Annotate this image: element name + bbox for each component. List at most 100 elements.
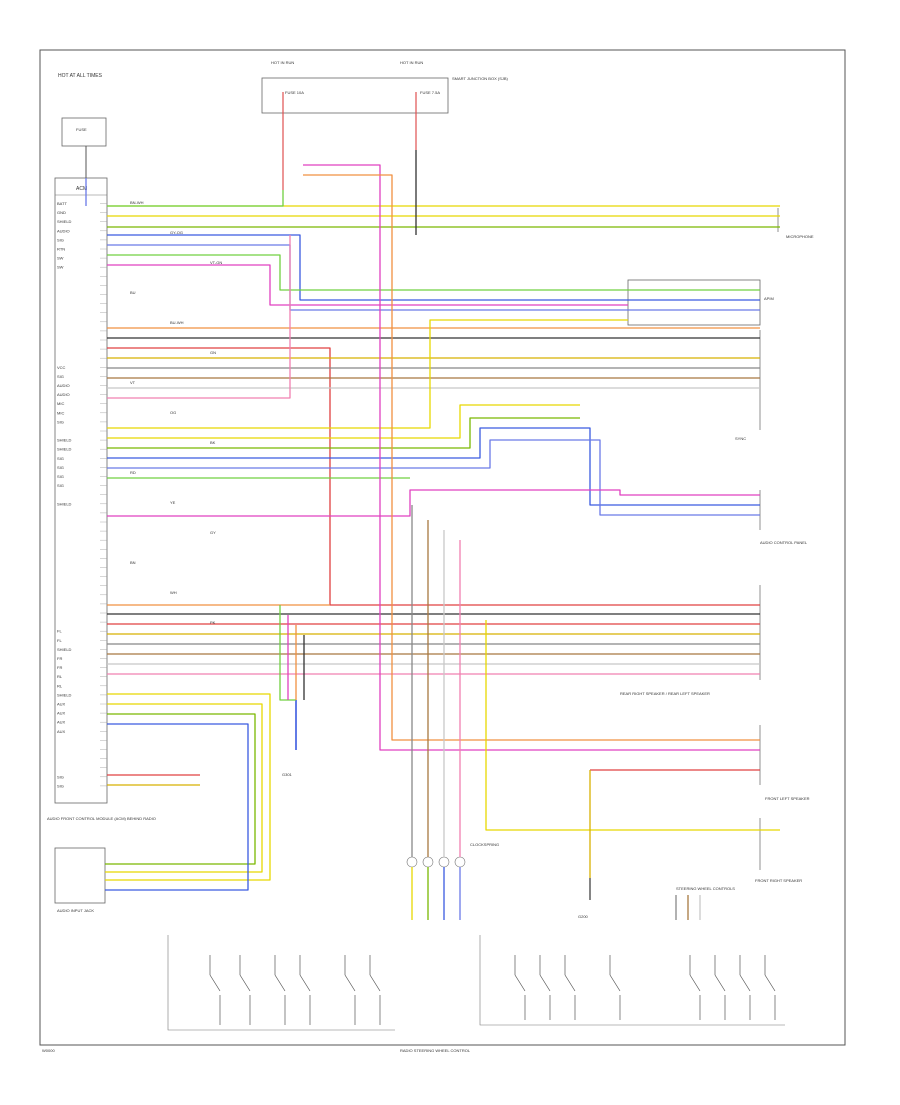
wire-color-label: GY bbox=[210, 530, 216, 535]
switch-blade bbox=[344, 974, 356, 992]
fuse-box-right-fuse: FUSE 7.5A bbox=[420, 90, 440, 95]
audio-control-caption: AUDIO CONTROL PANEL bbox=[760, 540, 808, 545]
acm-pin-label: MIC bbox=[57, 410, 64, 415]
wire bbox=[107, 417, 580, 449]
front-right-speaker-caption: FRONT RIGHT SPEAKER bbox=[755, 878, 802, 883]
switch-blade bbox=[274, 974, 286, 992]
acm-pin-label: RL bbox=[57, 683, 63, 688]
acm-pin-label: SIG bbox=[57, 465, 64, 470]
switch-pack-right-frame bbox=[479, 935, 785, 1026]
aux-jack-caption: AUDIO INPUT JACK bbox=[57, 908, 94, 913]
wire bbox=[107, 234, 760, 301]
wire bbox=[107, 404, 580, 439]
wire bbox=[107, 264, 628, 306]
rear-speaker-caption: REAR RIGHT SPEAKER / REAR LEFT SPEAKER bbox=[620, 691, 710, 696]
acm-pin-label: AUDIO bbox=[57, 392, 70, 397]
wire bbox=[303, 174, 760, 741]
switch-pack-left bbox=[209, 955, 381, 1025]
apim-caption: APIM bbox=[764, 296, 774, 301]
footer-center: RADIO STEERING WHEEL CONTROL bbox=[400, 1048, 471, 1053]
switch-blade bbox=[209, 974, 221, 992]
wire-color-label: BU bbox=[130, 290, 136, 295]
acm-pin-label: FR bbox=[57, 656, 62, 661]
switch-blade bbox=[689, 974, 701, 992]
acm-pin-label: SW bbox=[57, 265, 64, 270]
acm-pin-label: RL bbox=[57, 674, 63, 679]
ground-right: G200 bbox=[578, 878, 591, 919]
acm-pin-label: FL bbox=[57, 638, 62, 643]
switch-blade bbox=[739, 974, 751, 992]
acm-pin-label: BATT bbox=[57, 201, 67, 206]
ground-left: G301 bbox=[282, 700, 297, 777]
clockspring-terminal-3 bbox=[438, 856, 450, 868]
acm-pin-label: SIG bbox=[57, 483, 64, 488]
wire-color-label: RD bbox=[130, 470, 136, 475]
aux-jack-outline bbox=[54, 847, 106, 904]
wire-color-label: VT-GN bbox=[210, 260, 222, 265]
wire-color-label: BU-WH bbox=[170, 320, 184, 325]
apim-outline bbox=[627, 279, 761, 326]
acm-pin-label: GND bbox=[57, 210, 66, 215]
hot-fuse-title: HOT AT ALL TIMES bbox=[58, 73, 103, 79]
acm-outline bbox=[54, 177, 108, 804]
acm-pin-label: SHIELD bbox=[57, 438, 72, 443]
acm-pin-label: RTN bbox=[57, 247, 65, 252]
ground-left-caption: G301 bbox=[282, 772, 293, 777]
audio-control-block: AUDIO CONTROL PANEL bbox=[759, 490, 808, 545]
acm-pin-label: SIG bbox=[57, 774, 64, 779]
acm-pin-label: AUDIO bbox=[57, 228, 70, 233]
acm-pin-label: SW bbox=[57, 256, 64, 261]
wire bbox=[107, 319, 628, 429]
front-left-speaker-block: FRONT LEFT SPEAKER bbox=[759, 725, 810, 801]
switch-blade bbox=[514, 974, 526, 992]
wire bbox=[105, 703, 263, 873]
fuse-box-left-title: HOT IN RUN bbox=[271, 60, 294, 65]
acm-pin-label: AUX bbox=[57, 720, 66, 725]
sync-caption: SYNC bbox=[735, 436, 746, 441]
wire-color-label: VT bbox=[130, 380, 136, 385]
acm-caption: AUDIO FRONT CONTROL MODULE (ACM) BEHIND … bbox=[47, 816, 156, 821]
switch-pack-left-frame bbox=[167, 935, 395, 1031]
wire bbox=[303, 164, 760, 751]
apim-block: APIM bbox=[627, 279, 774, 326]
fuse-box-outline bbox=[261, 77, 449, 114]
switch-blade bbox=[564, 974, 576, 992]
front-right-speaker-block: FRONT RIGHT SPEAKER bbox=[755, 818, 802, 883]
switch-blade bbox=[764, 974, 776, 992]
fuse-box-caption: SMART JUNCTION BOX (SJB) bbox=[452, 76, 509, 81]
hot-fuse-label: FUSE bbox=[76, 127, 87, 132]
wire bbox=[105, 713, 256, 865]
clockspring-caption: CLOCKSPRING bbox=[470, 842, 499, 847]
wire-harness: BN-WHGY-OGVT-GNBUBU-WHGNVTOGBKRDYEGYBNWH… bbox=[85, 150, 780, 920]
aux-jack: AUDIO INPUT JACK bbox=[54, 847, 106, 913]
steering-switches: STEERING WHEEL CONTROLS bbox=[167, 886, 785, 1031]
hot-fuse: HOT AT ALL TIMES FUSE bbox=[58, 73, 107, 178]
wire-color-label: GY-OG bbox=[170, 230, 183, 235]
switch-blade bbox=[239, 974, 251, 992]
clockspring-terminal-4 bbox=[454, 856, 466, 868]
acm-pin-label: SIG bbox=[57, 456, 64, 461]
acm-pin-label: SHIELD bbox=[57, 692, 72, 697]
wire bbox=[107, 489, 760, 517]
wire bbox=[105, 723, 249, 891]
wire-color-label: OG bbox=[170, 410, 176, 415]
acm-pin-label: AUX bbox=[57, 711, 66, 716]
acm-title: ACM bbox=[76, 186, 87, 192]
switch-blade bbox=[714, 974, 726, 992]
microphone-caption: MICROPHONE bbox=[786, 234, 814, 239]
front-left-speaker-caption: FRONT LEFT SPEAKER bbox=[765, 796, 810, 801]
wire bbox=[279, 605, 296, 701]
diagram-frame bbox=[39, 49, 846, 1046]
acm-pin-label: AUX bbox=[57, 729, 66, 734]
acm-pin-label: SIG bbox=[57, 374, 64, 379]
switch-blade bbox=[299, 974, 311, 992]
ground-right-caption: G200 bbox=[578, 914, 589, 919]
acm-pin-label: SHIELD bbox=[57, 447, 72, 452]
acm-pin-label: SIG bbox=[57, 237, 64, 242]
acm-module: ACM BATTGNDSHIELDAUDIOSIGRTNSWSWVCCSIGAU… bbox=[47, 177, 156, 821]
wire-color-label: YE bbox=[170, 500, 176, 505]
microphone-block: MICROPHONE bbox=[777, 208, 814, 239]
fuse-box: HOT IN RUN HOT IN RUN FUSE 10A FUSE 7.5A… bbox=[261, 60, 509, 190]
